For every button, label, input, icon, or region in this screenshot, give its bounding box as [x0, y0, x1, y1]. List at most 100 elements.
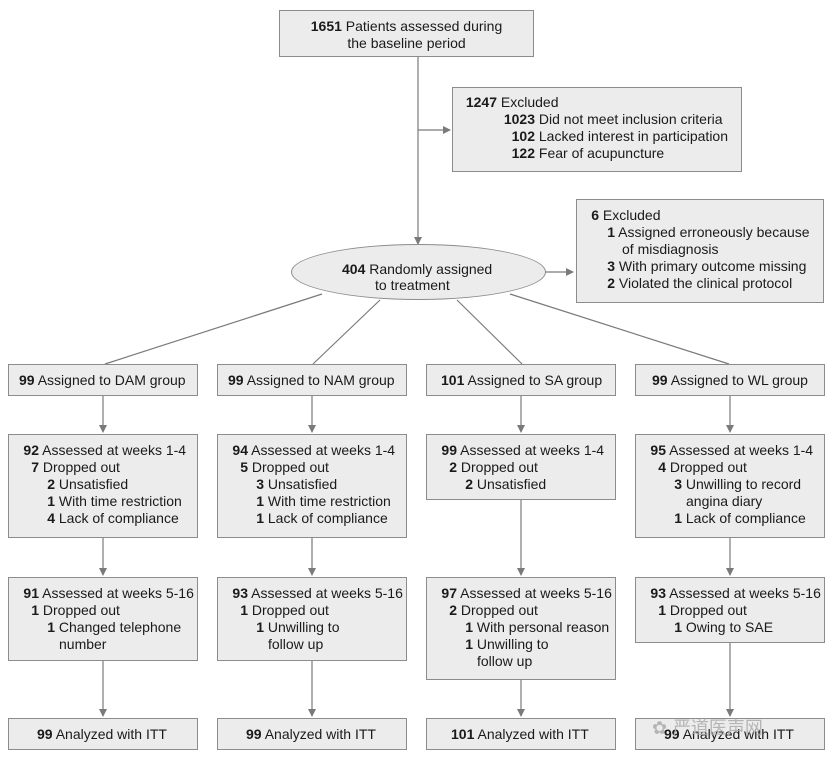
assigned-box-dam: 99 Assigned to DAM group — [8, 364, 198, 396]
dropped-count: 4 — [658, 459, 666, 475]
dropped-label: Dropped out — [42, 602, 120, 618]
weeks1-4-box-wl: 95 Assessed at weeks 1-4 4 Dropped out 3… — [635, 434, 825, 538]
assessed-label: Assessed at weeks 1-4 — [460, 442, 605, 458]
excluded1-item-text: Did not meet inclusion criteria — [538, 111, 723, 127]
baseline-line2: the baseline period — [347, 35, 466, 51]
assessed-count: 93 — [232, 585, 248, 601]
reason-text: Lack of compliance — [685, 510, 806, 526]
excluded2-item-count: 2 — [607, 275, 615, 291]
reason-count: 1 — [256, 493, 264, 509]
itt-count: 101 — [451, 726, 475, 742]
weeks5-16-box-wl: 93 Assessed at weeks 5-16 1 Dropped out … — [635, 577, 825, 643]
excluded2-item-count: 1 — [607, 224, 615, 240]
weeks5-16-box-dam: 91 Assessed at weeks 5-16 1 Dropped out … — [8, 577, 198, 661]
excluded2-item-text: With primary outcome missing — [618, 258, 807, 274]
assessed-label: Assessed at weeks 5-16 — [42, 585, 194, 601]
excluded2-item-count: 3 — [607, 258, 615, 274]
weeks5-16-box-nam: 93 Assessed at weeks 5-16 1 Dropped out … — [217, 577, 407, 661]
dropped-count: 5 — [240, 459, 248, 475]
dropped-label: Dropped out — [669, 459, 747, 475]
weeks1-4-box-dam: 92 Assessed at weeks 1-4 7 Dropped out 2… — [8, 434, 198, 538]
excluded-box-1: 1247 Excluded 1023 Did not meet inclusio… — [452, 87, 742, 172]
reason-text: With time restriction — [58, 493, 182, 509]
excluded1-item-text: Lacked interest in participation — [538, 128, 728, 144]
assigned-box-wl: 99 Assigned to WL group — [635, 364, 825, 396]
assessed-count: 97 — [441, 585, 457, 601]
reason-text-cont: number — [59, 636, 107, 652]
itt-box-sa: 101 Analyzed with ITT — [426, 718, 616, 750]
assigned-count: 99 — [228, 372, 244, 388]
reason-count: 4 — [47, 510, 55, 526]
baseline-count: 1651 — [310, 18, 342, 34]
reason-text: Lack of compliance — [267, 510, 388, 526]
reason-text: Unwilling to — [476, 636, 549, 652]
reason-count: 1 — [256, 510, 264, 526]
assigned-count: 99 — [19, 372, 35, 388]
assessed-count: 95 — [650, 442, 666, 458]
reason-count: 1 — [674, 510, 682, 526]
assessed-count: 99 — [441, 442, 457, 458]
excluded-box-2: 6 Excluded 1 Assigned erroneously becaus… — [576, 199, 824, 303]
assessed-label: Assessed at weeks 5-16 — [669, 585, 821, 601]
itt-label: Analyzed with ITT — [682, 726, 794, 742]
assigned-count: 101 — [441, 372, 465, 388]
excluded1-item-count: 102 — [511, 128, 535, 144]
assigned-label: Assigned to SA group — [467, 372, 603, 388]
reason-text: Unsatisfied — [476, 476, 547, 492]
excluded2-item-text: Assigned erroneously because — [618, 224, 810, 240]
excluded1-item-count: 1023 — [503, 111, 535, 127]
dropped-count: 2 — [449, 602, 457, 618]
dropped-label: Dropped out — [251, 602, 329, 618]
assessed-count: 91 — [23, 585, 39, 601]
dropped-count: 1 — [658, 602, 666, 618]
assessed-label: Assessed at weeks 1-4 — [251, 442, 396, 458]
reason-text: Unsatisfied — [58, 476, 129, 492]
weeks5-16-box-sa: 97 Assessed at weeks 5-16 2 Dropped out … — [426, 577, 616, 680]
assessed-label: Assessed at weeks 1-4 — [42, 442, 187, 458]
assessed-count: 93 — [650, 585, 666, 601]
baseline-line1: Patients assessed during — [345, 18, 503, 34]
dropped-count: 2 — [449, 459, 457, 475]
randomized-line2: to treatment — [375, 277, 450, 293]
reason-count: 1 — [256, 619, 264, 635]
reason-text: With time restriction — [267, 493, 391, 509]
reason-text: Owing to SAE — [685, 619, 774, 635]
reason-count: 1 — [465, 619, 473, 635]
reason-count: 2 — [47, 476, 55, 492]
excluded2-item-text: Violated the clinical protocol — [618, 275, 793, 291]
dropped-count: 1 — [31, 602, 39, 618]
reason-text: With personal reason — [476, 619, 610, 635]
excluded1-item-text: Fear of acupuncture — [538, 145, 665, 161]
excluded1-count: 1247 — [465, 94, 497, 110]
watermark: ✿ 严道医声网 — [652, 714, 763, 740]
reason-count: 3 — [256, 476, 264, 492]
dropped-label: Dropped out — [669, 602, 747, 618]
watermark-text: 严道医声网 — [672, 718, 763, 739]
dropped-label: Dropped out — [460, 602, 538, 618]
assigned-label: Assigned to DAM group — [37, 372, 186, 388]
reason-text: Unwilling to record — [685, 476, 802, 492]
dropped-count: 1 — [240, 602, 248, 618]
assigned-box-nam: 99 Assigned to NAM group — [217, 364, 407, 396]
dropped-label: Dropped out — [460, 459, 538, 475]
reason-text: Unsatisfied — [267, 476, 338, 492]
assigned-count: 99 — [652, 372, 668, 388]
reason-text: Unwilling to — [267, 619, 340, 635]
itt-label: Analyzed with ITT — [477, 726, 589, 742]
itt-label: Analyzed with ITT — [55, 726, 167, 742]
itt-box-dam: 99 Analyzed with ITT — [8, 718, 198, 750]
randomized-ellipse: 404 Randomly assigned to treatment — [291, 244, 546, 300]
itt-count: 99 — [246, 726, 262, 742]
baseline-box: 1651 Patients assessed during the baseli… — [279, 10, 534, 57]
reason-text-cont: follow up — [268, 636, 324, 652]
excluded1-item-count: 122 — [511, 145, 535, 161]
randomized-count: 404 — [342, 261, 366, 277]
reason-text: Changed telephone — [58, 619, 182, 635]
reason-count: 3 — [674, 476, 682, 492]
assessed-label: Assessed at weeks 1-4 — [669, 442, 814, 458]
reason-text-cont: follow up — [477, 653, 533, 669]
reason-text: Lack of compliance — [58, 510, 179, 526]
reason-count: 1 — [465, 636, 473, 652]
assessed-label: Assessed at weeks 5-16 — [460, 585, 612, 601]
